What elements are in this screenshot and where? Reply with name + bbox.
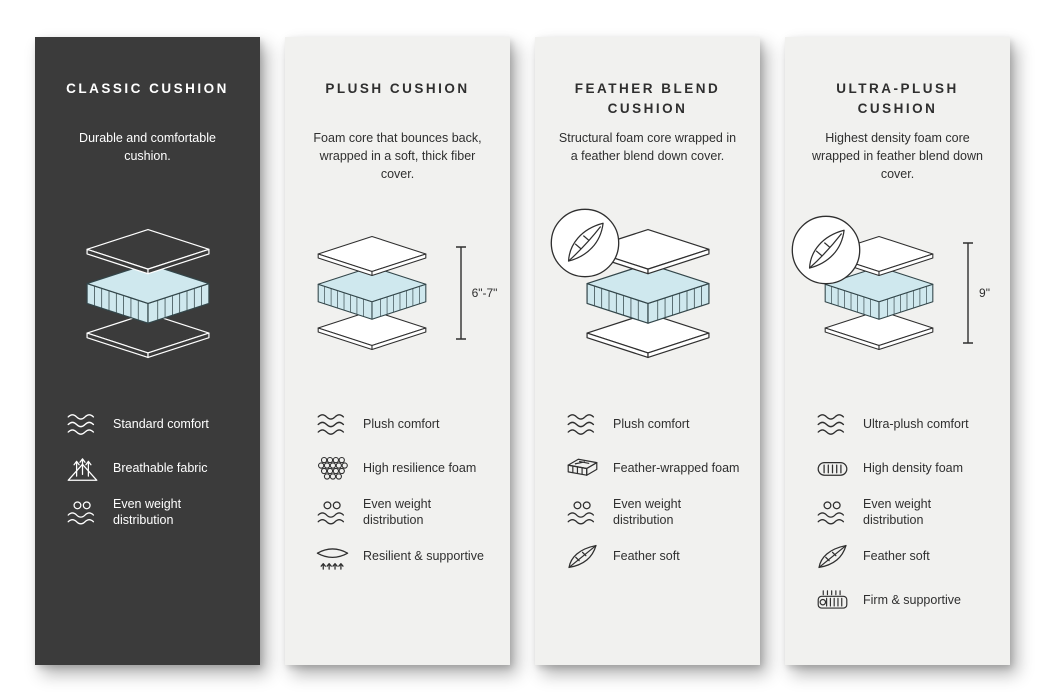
cushion-stack-icon xyxy=(298,235,446,351)
feature-item: Even weight distribution xyxy=(563,495,742,529)
diagram-area: 6"-7" xyxy=(303,193,497,393)
feature-item: Plush comfort xyxy=(563,407,742,441)
height-measurement-label: 6"-7" xyxy=(471,286,498,300)
resilience-foam-icon xyxy=(313,454,351,483)
high-density-foam-icon xyxy=(813,454,851,483)
card-title: PLUSH CUSHION xyxy=(325,81,470,96)
card-description: Highest density foam core wrapped in fea… xyxy=(812,131,983,182)
feature-item: Firm & supportive xyxy=(813,583,992,617)
feather-soft-icon xyxy=(813,542,851,571)
feature-list: Ultra-plush comfort High density foam Ev… xyxy=(803,407,992,627)
feature-item: Feather-wrapped foam xyxy=(563,451,742,485)
feather-badge-icon xyxy=(548,206,622,280)
feature-label: Feather soft xyxy=(863,548,930,563)
card-plush-cushion: PLUSH CUSHION Foam core that bounces bac… xyxy=(285,37,510,665)
feature-list: Standard comfort Breathable fabric Even … xyxy=(53,407,242,539)
card-feather-blend-cushion: FEATHER BLEND CUSHION Structural foam co… xyxy=(535,37,760,665)
cushion-layers-diagram xyxy=(64,228,232,359)
feature-label: Feather-wrapped foam xyxy=(613,460,740,475)
feature-label: Plush comfort xyxy=(363,416,440,431)
cushion-comparison-board: CLASSIC CUSHION Durable and comfortable … xyxy=(35,37,1010,665)
height-measurement-label: 9" xyxy=(979,286,990,300)
diagram-area xyxy=(553,193,742,393)
feature-list: Plush comfort Feather-wrapped foam Even … xyxy=(553,407,742,583)
waves-comfort-icon xyxy=(563,410,601,439)
feature-list: Plush comfort High resilience foam Even … xyxy=(303,407,492,583)
waves-comfort-icon xyxy=(813,410,851,439)
card-title: CLASSIC CUSHION xyxy=(66,81,229,96)
diagram-area xyxy=(53,193,242,393)
card-description: Durable and comfortable cushion. xyxy=(79,131,216,164)
feature-item: High density foam xyxy=(813,451,992,485)
resilient-supportive-icon xyxy=(313,542,351,571)
feature-label: Even weight distribution xyxy=(863,496,932,527)
feature-item: Even weight distribution xyxy=(313,495,492,529)
feature-item: Resilient & supportive xyxy=(313,539,492,573)
feature-label: High resilience foam xyxy=(363,460,477,475)
feature-item: Feather soft xyxy=(813,539,992,573)
even-weight-icon xyxy=(563,498,601,527)
feature-label: Even weight distribution xyxy=(613,496,682,527)
breathable-fabric-icon xyxy=(63,454,101,483)
feature-label: Even weight distribution xyxy=(113,496,182,527)
diagram-area: 9" xyxy=(803,193,992,393)
cushion-layers-diagram xyxy=(564,228,732,359)
feature-item: Even weight distribution xyxy=(813,495,992,529)
card-description: Structural foam core wrapped in a feathe… xyxy=(558,131,737,164)
cushion-layers-diagram xyxy=(805,235,953,351)
feather-badge-icon xyxy=(789,213,863,287)
firm-supportive-icon xyxy=(813,586,851,615)
feather-soft-icon xyxy=(563,542,601,571)
measurement-line-icon xyxy=(963,242,974,344)
card-classic-cushion: CLASSIC CUSHION Durable and comfortable … xyxy=(35,37,260,665)
card-title: ULTRA-PLUSH CUSHION xyxy=(836,81,959,117)
feature-label: Ultra-plush comfort xyxy=(863,416,969,431)
feature-item: Ultra-plush comfort xyxy=(813,407,992,441)
feature-item: Feather soft xyxy=(563,539,742,573)
height-measurement: 6"-7" xyxy=(455,245,498,341)
measurement-line-icon xyxy=(455,246,466,340)
feature-label: High density foam xyxy=(863,460,964,475)
cushion-layers-diagram xyxy=(298,235,446,351)
feature-item: Breathable fabric xyxy=(63,451,242,485)
card-ultra-plush-cushion: ULTRA-PLUSH CUSHION Highest density foam… xyxy=(785,37,1010,665)
feature-item: Standard comfort xyxy=(63,407,242,441)
feature-label: Resilient & supportive xyxy=(363,548,484,563)
feature-label: Firm & supportive xyxy=(863,592,961,607)
cushion-stack-icon xyxy=(64,228,232,359)
feature-label: Feather soft xyxy=(613,548,680,563)
height-measurement: 9" xyxy=(962,241,990,345)
feature-label: Breathable fabric xyxy=(113,460,208,475)
feature-label: Standard comfort xyxy=(113,416,209,431)
card-description: Foam core that bounces back, wrapped in … xyxy=(313,131,482,182)
waves-comfort-icon xyxy=(63,410,101,439)
feature-item: Plush comfort xyxy=(313,407,492,441)
feature-item: High resilience foam xyxy=(313,451,492,485)
feature-label: Even weight distribution xyxy=(363,496,432,527)
feather-wrapped-foam-icon xyxy=(563,454,601,483)
feature-label: Plush comfort xyxy=(613,416,690,431)
card-title: FEATHER BLEND CUSHION xyxy=(574,81,721,117)
waves-comfort-icon xyxy=(313,410,351,439)
feature-item: Even weight distribution xyxy=(63,495,242,529)
even-weight-icon xyxy=(313,498,351,527)
even-weight-icon xyxy=(813,498,851,527)
even-weight-icon xyxy=(63,498,101,527)
